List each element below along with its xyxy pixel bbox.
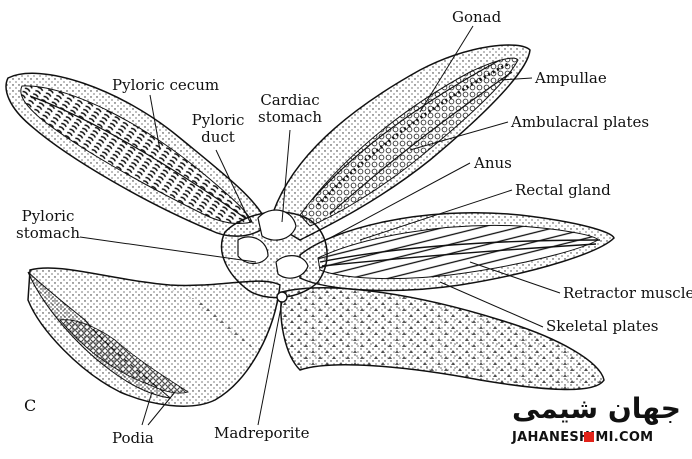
watermark-accent-mark: [584, 432, 594, 442]
madreporite-mark: [276, 291, 288, 303]
central-disc: [220, 209, 328, 303]
label-pyloric-duct: Pyloric duct: [188, 112, 248, 146]
label-pyloric-stomach: Pyloric stomach: [12, 208, 84, 242]
label-pyloric-stomach-line1: Pyloric: [21, 207, 75, 225]
label-pyloric-duct-line2: duct: [201, 128, 235, 146]
label-madreporite: Madreporite: [214, 424, 310, 442]
arm-lower-right: [280, 287, 605, 391]
panel-letter: C: [24, 396, 37, 415]
label-podia: Podia: [112, 429, 154, 447]
label-cardiac-stomach-line1: Cardiac: [260, 91, 320, 109]
label-ampullae: Ampullae: [535, 69, 607, 87]
label-gonad: Gonad: [452, 8, 502, 26]
arm-gonad: [269, 44, 531, 241]
label-cardiac-stomach: Cardiac stomach: [255, 92, 325, 126]
leader-lines: [79, 25, 561, 426]
label-pyloric-duct-line1: Pyloric: [191, 111, 245, 129]
label-retractor-muscle: Retractor muscle: [563, 284, 692, 302]
arm-retractor: [299, 212, 615, 292]
label-skeletal-plates: Skeletal plates: [546, 317, 659, 335]
label-ambulacral-plates: Ambulacral plates: [511, 113, 650, 131]
label-cardiac-stomach-line2: stomach: [258, 108, 322, 126]
label-pyloric-cecum: Pyloric cecum: [112, 76, 220, 94]
label-pyloric-stomach-line2: stomach: [16, 224, 80, 242]
arm-pyloric-cecum: [5, 72, 269, 237]
label-anus: Anus: [474, 154, 512, 172]
arm-lower-left: [27, 267, 281, 407]
watermark-latin: JAHANESHIMI.COM: [512, 430, 654, 445]
label-rectal-gland: Rectal gland: [515, 181, 611, 199]
watermark-persian: جهان شیمی: [512, 392, 681, 425]
